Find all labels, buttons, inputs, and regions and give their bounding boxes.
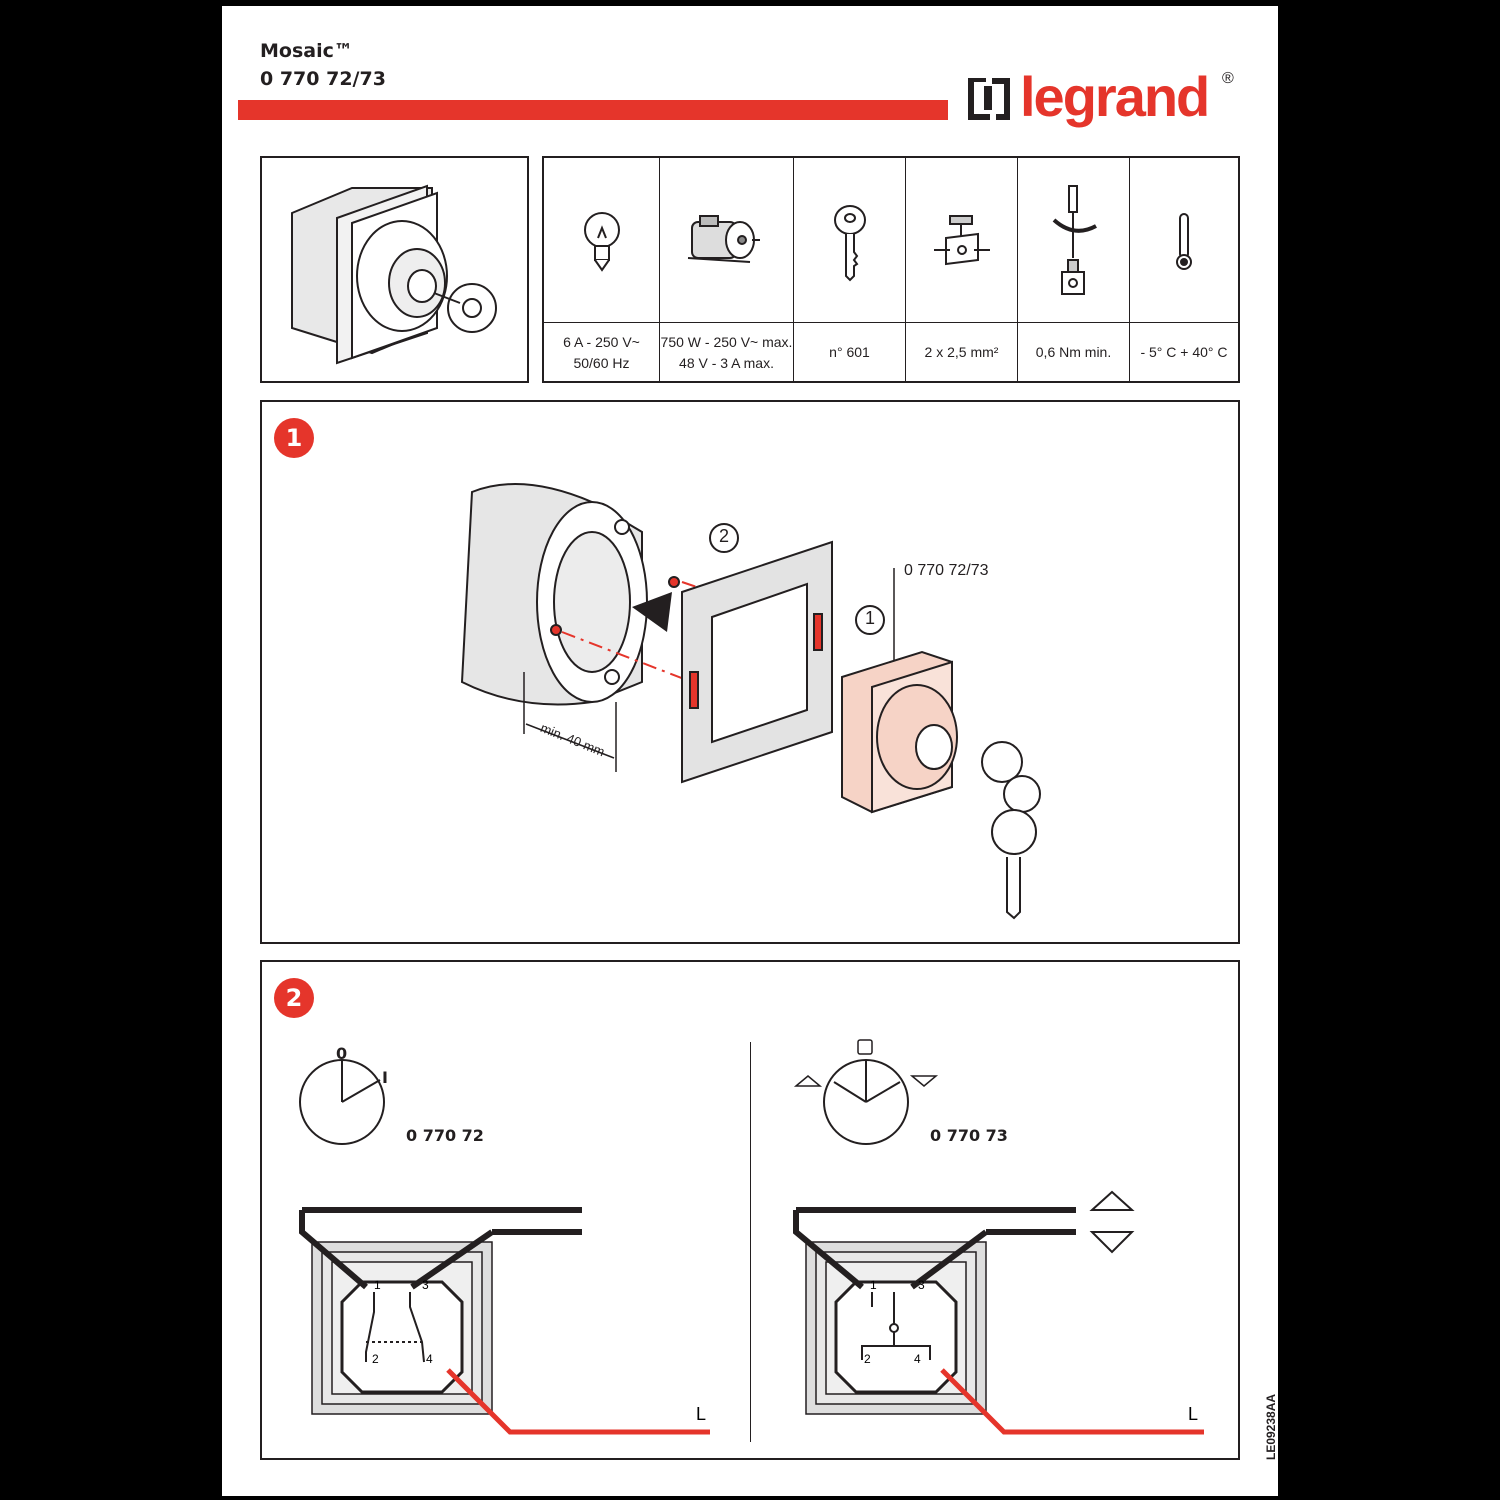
spec-terminal-text: 2 x 2,5 mm² <box>924 344 999 360</box>
dial-label-off: 0 <box>336 1044 348 1063</box>
thermometer-icon <box>1176 213 1192 270</box>
wiring-diagram-077072 <box>299 1059 710 1435</box>
legrand-wordmark: legrand <box>1020 65 1210 128</box>
spec-temperature-text: - 5° C + 40° C <box>1140 344 1228 360</box>
step1-callout-2: 2 <box>718 526 729 546</box>
product-image-box <box>260 156 529 383</box>
spec-motor-line2: 48 V - 3 A max. <box>679 355 774 371</box>
line-label-right: L <box>1188 1404 1199 1424</box>
step1-panel: 1 <box>260 400 1240 944</box>
spec-cell-key: n° 601 <box>794 158 906 381</box>
lightbulb-icon <box>584 212 620 272</box>
terminal-3-left: 3 <box>422 1278 429 1292</box>
spec-cell-torque: 0,6 Nm min. <box>1018 158 1130 381</box>
step1-badge: 1 <box>274 418 314 458</box>
reference-077073: 0 770 73 <box>930 1126 1008 1145</box>
specs-table: 6 A - 250 V~ 50/60 Hz 750 W - 250 V~ max… <box>542 156 1240 383</box>
terminal-1-right: 1 <box>870 1278 877 1292</box>
spec-cell-current: 6 A - 250 V~ 50/60 Hz <box>544 158 660 381</box>
header-red-bar <box>238 100 948 120</box>
key-icon <box>834 205 866 282</box>
screwdriver-icon <box>1052 185 1097 295</box>
instruction-sheet: Mosaic™ 0 770 72/73 legrand ® <box>222 6 1278 1496</box>
step2-panel: 2 <box>260 960 1240 1460</box>
product-reference: 0 770 72/73 <box>260 68 386 90</box>
registered-mark: ® <box>1222 70 1234 87</box>
wiring-diagram-077073 <box>793 1039 1204 1435</box>
spec-key-text: n° 601 <box>829 344 870 360</box>
terminal-3-right: 3 <box>918 1278 925 1292</box>
reference-077072: 0 770 72 <box>406 1126 484 1145</box>
line-label-left: L <box>696 1404 707 1424</box>
spec-cell-temperature: - 5° C + 40° C <box>1130 158 1238 381</box>
terminal-4-left: 4 <box>426 1352 433 1366</box>
specs-divider <box>544 322 1238 323</box>
step2-divider <box>750 1042 751 1442</box>
terminal-2-right: 2 <box>864 1352 871 1366</box>
step1-callout-1: 1 <box>864 608 875 628</box>
spec-current-line2: 50/60 Hz <box>573 355 630 371</box>
document-code: LE09238AA <box>1264 1393 1278 1460</box>
spec-motor-line1: 750 W - 250 V~ max. <box>660 334 793 350</box>
spec-cell-motor: 750 W - 250 V~ max. 48 V - 3 A max. <box>660 158 794 381</box>
key-switch-product-image <box>291 184 497 365</box>
terminal-icon <box>934 215 990 266</box>
dial-label-on: I <box>382 1068 388 1087</box>
legrand-logo-mark <box>966 76 1014 124</box>
step2-badge: 2 <box>274 978 314 1018</box>
spec-current-line1: 6 A - 250 V~ <box>563 334 640 350</box>
spec-torque-text: 0,6 Nm min. <box>1035 344 1112 360</box>
terminal-4-right: 4 <box>914 1352 921 1366</box>
spec-cell-terminal: 2 x 2,5 mm² <box>906 158 1018 381</box>
installation-diagram <box>460 483 1041 920</box>
terminal-1-left: 1 <box>374 1278 381 1292</box>
step1-reference-callout: 0 770 72/73 <box>904 562 989 579</box>
motor-icon <box>687 215 760 263</box>
terminal-2-left: 2 <box>372 1352 379 1366</box>
product-line-title: Mosaic™ <box>260 40 353 62</box>
